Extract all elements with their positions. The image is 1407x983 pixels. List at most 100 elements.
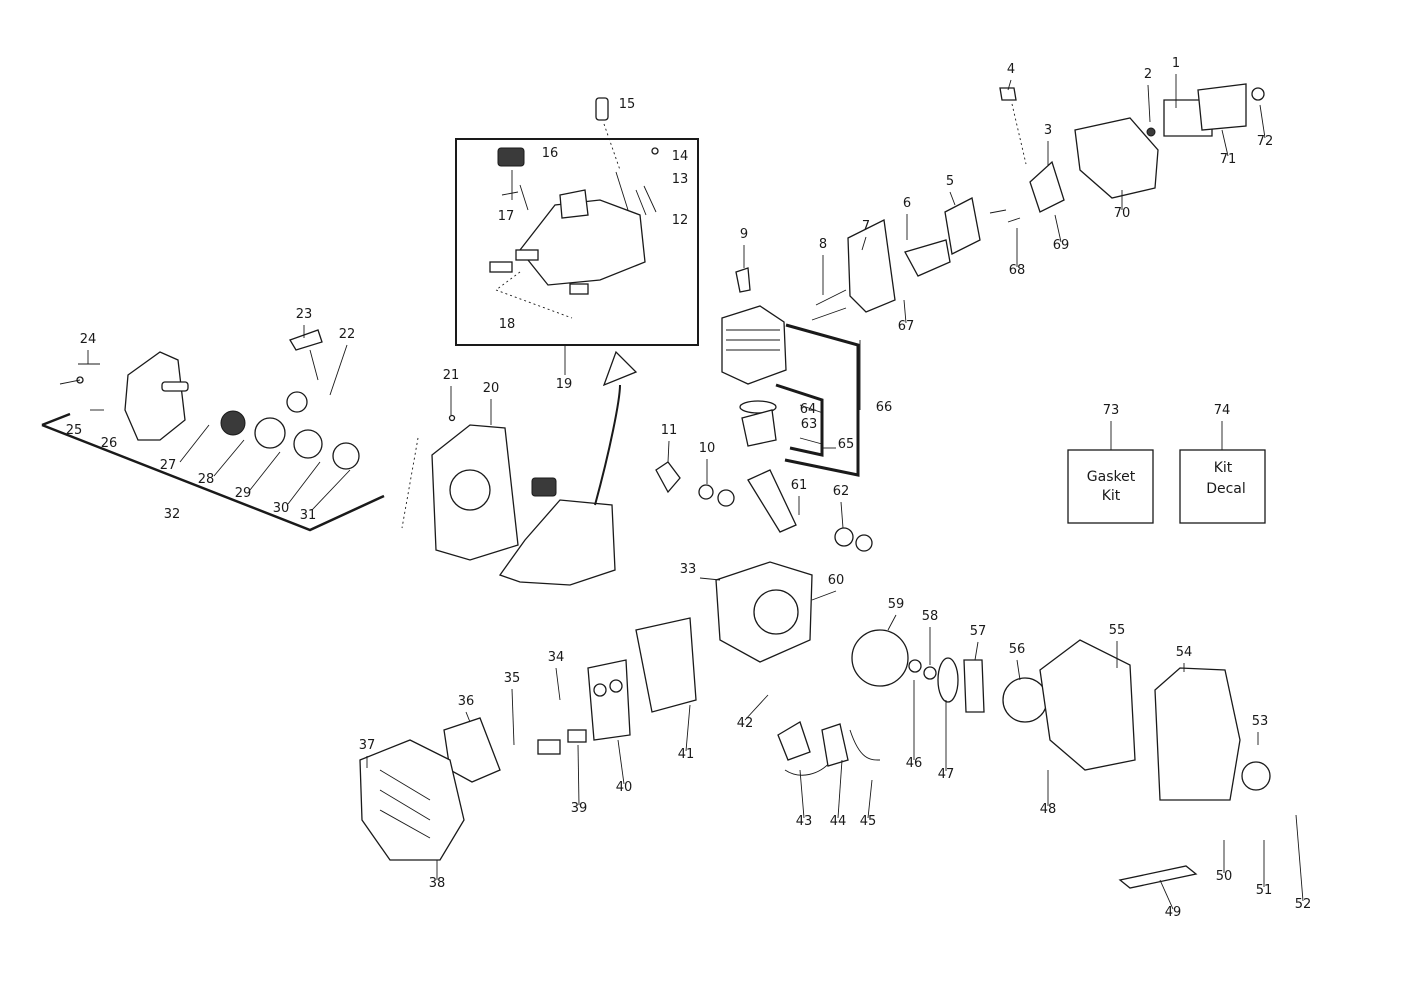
part-number-31: 31: [300, 508, 317, 523]
part-number-74: 74: [1214, 403, 1231, 418]
leader-line: [249, 451, 281, 491]
part-number-28: 28: [198, 472, 215, 487]
part-number-39: 39: [571, 801, 588, 816]
part-number-46: 46: [906, 756, 923, 771]
part-number-19: 19: [556, 377, 573, 392]
part-number-27: 27: [160, 458, 177, 473]
part-number-64: 64: [800, 402, 817, 417]
part-number-60: 60: [828, 573, 845, 588]
part-number-29: 29: [235, 486, 252, 501]
leader-line: [974, 641, 979, 661]
leader-line: [667, 440, 670, 463]
part-number-55: 55: [1109, 623, 1126, 638]
part-number-41: 41: [678, 747, 695, 762]
part-number-23: 23: [296, 307, 313, 322]
gasket-kit-label-2: Kit: [1102, 488, 1121, 504]
leader-line: [799, 437, 823, 445]
callout-leaders: [87, 74, 1304, 910]
part-number-54: 54: [1176, 645, 1193, 660]
part-number-3: 3: [1044, 123, 1052, 138]
part-number-49: 49: [1165, 905, 1182, 920]
part-number-72: 72: [1257, 134, 1274, 149]
part-number-44: 44: [830, 814, 847, 829]
leader-line: [311, 469, 351, 511]
part-number-52: 52: [1295, 897, 1312, 912]
leader-line: [329, 344, 348, 396]
part-number-20: 20: [483, 381, 500, 396]
part-number-57: 57: [970, 624, 987, 639]
part-number-9: 9: [740, 227, 748, 242]
part-number-22: 22: [339, 327, 356, 342]
part-number-65: 65: [838, 437, 855, 452]
leader-line: [577, 744, 580, 806]
leader-line: [287, 461, 321, 505]
leader-line: [555, 667, 561, 701]
part-number-58: 58: [922, 609, 939, 624]
part-number-40: 40: [616, 780, 633, 795]
leader-line: [799, 769, 805, 819]
decal-kit-label-1: Kit: [1214, 460, 1233, 476]
part-number-10: 10: [699, 441, 716, 456]
leader-line: [744, 694, 769, 721]
part-number-42: 42: [737, 716, 754, 731]
handle-housing-group: [41, 329, 385, 532]
leader-line: [1159, 879, 1174, 910]
leader-line: [903, 299, 907, 324]
part-number-25: 25: [66, 423, 83, 438]
part-number-43: 43: [796, 814, 813, 829]
part-number-30: 30: [273, 501, 290, 516]
leader-line: [1221, 129, 1229, 157]
part-number-2: 2: [1144, 67, 1152, 82]
leader-line: [213, 439, 245, 477]
leader-line: [949, 191, 956, 206]
part-number-53: 53: [1252, 714, 1269, 729]
part-number-36: 36: [458, 694, 475, 709]
part-number-45: 45: [860, 814, 877, 829]
part-number-21: 21: [443, 368, 460, 383]
part-number-6: 6: [903, 196, 911, 211]
part-number-16: 16: [542, 146, 559, 161]
leader-line: [837, 759, 843, 819]
leader-line: [699, 577, 721, 581]
part-number-4: 4: [1007, 62, 1015, 77]
part-number-13: 13: [672, 172, 689, 187]
part-number-11: 11: [661, 423, 678, 438]
leader-line: [179, 424, 210, 463]
gasket-kit-label-1: Gasket: [1087, 469, 1136, 485]
leader-line: [1147, 84, 1151, 123]
part-number-1: 1: [1172, 56, 1180, 71]
part-number-62: 62: [833, 484, 850, 499]
part-number-12: 12: [672, 213, 689, 228]
part-number-35: 35: [504, 671, 521, 686]
crankcase-group: [401, 350, 638, 586]
cylinder-group: [655, 83, 1265, 552]
fuel-tank-inset: [455, 97, 699, 346]
leader-line: [861, 236, 867, 251]
leader-line: [867, 779, 873, 819]
part-number-48: 48: [1040, 802, 1057, 817]
part-number-69: 69: [1053, 238, 1070, 253]
leader-line: [1295, 814, 1304, 902]
part-number-63: 63: [801, 417, 818, 432]
leader-line: [511, 688, 515, 746]
leader-line: [465, 711, 471, 723]
leader-line: [1054, 214, 1062, 243]
part-number-32: 32: [164, 507, 181, 522]
part-number-33: 33: [680, 562, 697, 577]
leader-line: [799, 404, 824, 414]
leader-line: [840, 501, 844, 529]
part-number-18: 18: [499, 317, 516, 332]
part-number-17: 17: [498, 209, 515, 224]
leader-line: [811, 590, 837, 601]
part-number-8: 8: [819, 237, 827, 252]
part-number-callouts: 1234567891011121314151617181920212223242…: [66, 56, 1312, 920]
leader-line: [685, 704, 691, 752]
part-number-71: 71: [1220, 152, 1237, 167]
decal-kit-label-2: Decal: [1206, 481, 1246, 497]
part-number-61: 61: [791, 478, 808, 493]
leader-line: [617, 739, 625, 785]
gasket-kit-box: Gasket Kit: [1067, 449, 1154, 524]
part-number-34: 34: [548, 650, 565, 665]
part-number-47: 47: [938, 767, 955, 782]
